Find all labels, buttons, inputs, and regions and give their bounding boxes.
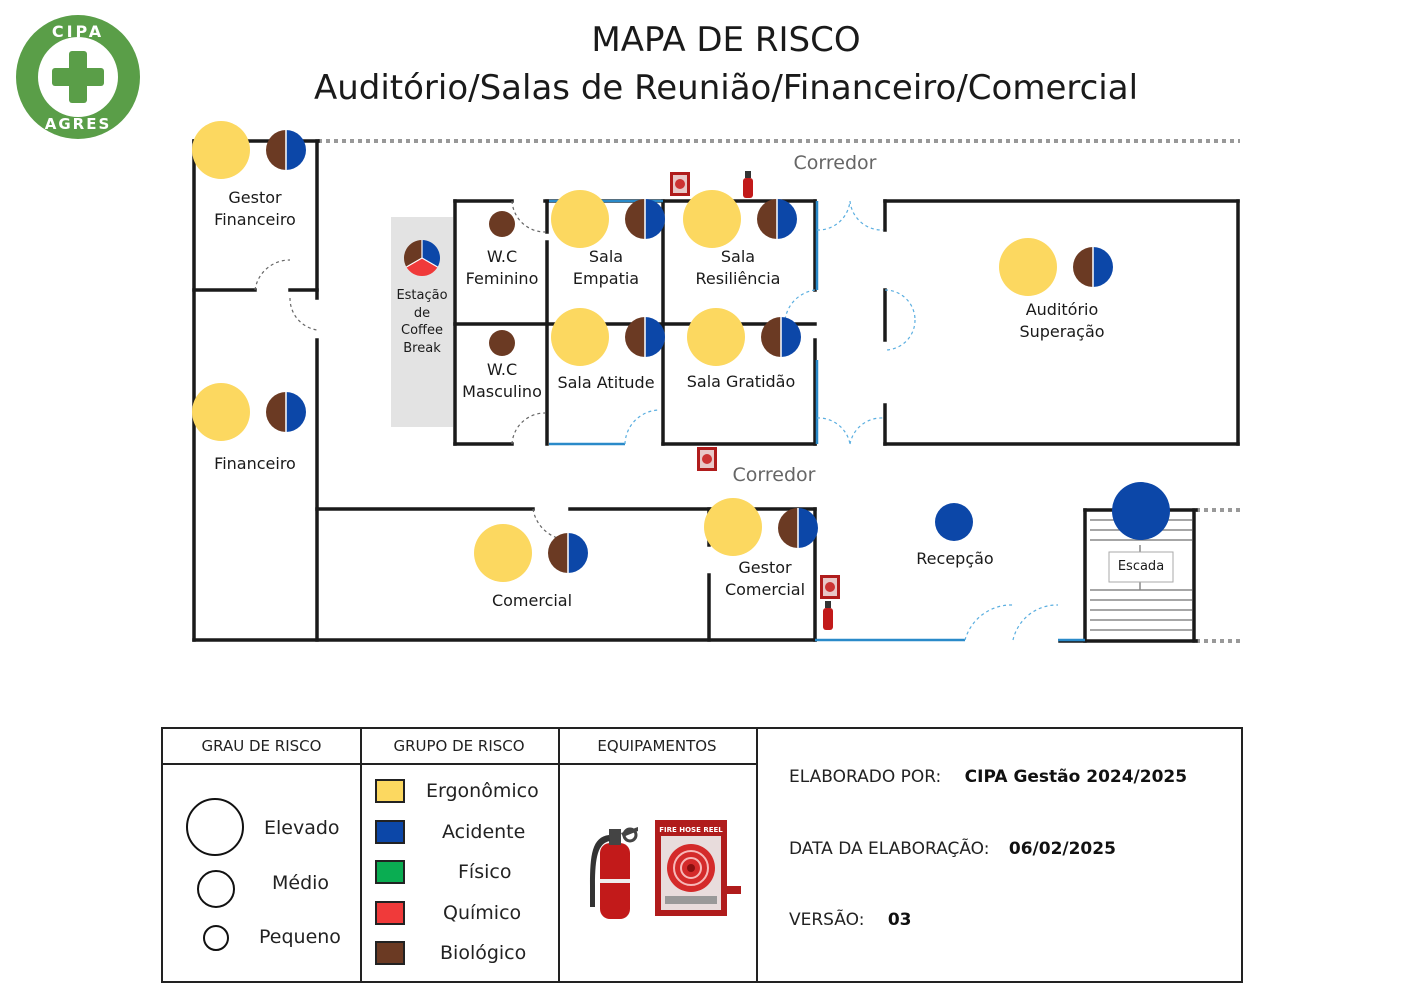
- hose-reel-icon: [697, 447, 717, 471]
- legend-equipamentos-header: EQUIPAMENTOS: [558, 729, 756, 765]
- label-recepcao: Recepção: [916, 549, 994, 568]
- label-wc-feminino: W.C Feminino: [465, 247, 539, 288]
- label-sala-empatia: Sala Empatia: [572, 247, 640, 288]
- hose-reel-icon: [820, 575, 840, 599]
- legend-grau: GRAU DE RISCO Elevado Médio Pequeno: [163, 729, 362, 981]
- legend-grau-header: GRAU DE RISCO: [163, 729, 360, 765]
- svg-text:AGRES: AGRES: [45, 115, 112, 133]
- label-wc-masculino: W.C Masculino: [462, 360, 542, 401]
- label-sala-resiliencia: Sala Resiliência: [695, 247, 781, 288]
- info-versao: VERSÃO: 03: [789, 910, 912, 930]
- label-medio: Médio: [272, 872, 330, 894]
- swatch-acidente: [375, 820, 405, 844]
- legend-grupo: GRUPO DE RISCO Ergonômico Acidente Físic…: [360, 729, 560, 981]
- elaborado-label: ELABORADO POR:: [789, 767, 942, 787]
- label-pequeno: Pequeno: [259, 926, 341, 948]
- label-sala-atitude: Sala Atitude: [557, 373, 655, 392]
- label-ergonomico: Ergonômico: [426, 780, 539, 802]
- versao-value: 03: [887, 910, 912, 930]
- circle-pequeno: [203, 925, 229, 951]
- coffee-risk-pie: [403, 240, 441, 277]
- label-coffee-break: Estação de Coffee Break: [396, 288, 448, 356]
- circle-medio: [197, 870, 235, 908]
- page-subtitle: Auditório/Salas de Reunião/Financeiro/Co…: [313, 68, 1139, 108]
- fire-extinguisher-icon: [743, 171, 753, 198]
- data-label: DATA DA ELABORAÇÃO:: [789, 839, 990, 859]
- hose-reel-icon: [670, 172, 690, 196]
- svg-text:CIPA: CIPA: [52, 22, 104, 41]
- fire-extinguisher-icon: [823, 601, 833, 630]
- fire-extinguisher-icon: [590, 827, 638, 919]
- label-escada: Escada: [1117, 559, 1165, 574]
- label-biologico: Biológico: [440, 942, 527, 964]
- label-quimico: Químico: [443, 902, 522, 924]
- label-sala-gratidao: Sala Gratidão: [686, 372, 796, 391]
- info-data: DATA DA ELABORAÇÃO: 06/02/2025: [789, 839, 1116, 859]
- swatch-quimico: [375, 901, 405, 925]
- cipa-logo: CIPA AGRES: [16, 15, 140, 139]
- label-fisico: Físico: [458, 861, 512, 883]
- label-comercial: Comercial: [491, 591, 573, 610]
- swatch-fisico: [375, 860, 405, 884]
- stair-label-box: [1108, 551, 1174, 583]
- hose-reel-text: FIRE HOSE REEL: [659, 826, 723, 834]
- legend-equipamentos: EQUIPAMENTOS FIRE HOSE REEL: [558, 729, 758, 981]
- swatch-biologico: [375, 941, 405, 965]
- label-auditorio: Auditório Superação: [1019, 300, 1105, 341]
- legend-grupo-header: GRUPO DE RISCO: [360, 729, 558, 765]
- label-gestor-comercial: Gestor Comercial: [724, 558, 806, 599]
- legend-info: ELABORADO POR: CIPA Gestão 2024/2025 DAT…: [758, 729, 1241, 981]
- circle-elevado: [186, 798, 244, 856]
- versao-label: VERSÃO:: [789, 910, 865, 930]
- page-title: MAPA DE RISCO: [591, 20, 861, 60]
- legend-table: GRAU DE RISCO Elevado Médio Pequeno GRUP…: [161, 727, 1243, 983]
- label-corredor-mid: Corredor: [732, 464, 816, 486]
- elaborado-value: CIPA Gestão 2024/2025: [964, 767, 1188, 787]
- fire-hose-reel-icon: FIRE HOSE REEL: [655, 820, 741, 916]
- data-value: 06/02/2025: [1008, 839, 1116, 859]
- swatch-ergonomico: [375, 779, 405, 803]
- floor-plan: [192, 121, 1240, 643]
- label-financeiro: Financeiro: [214, 454, 296, 473]
- label-acidente: Acidente: [442, 821, 526, 843]
- label-corredor-top: Corredor: [793, 152, 877, 174]
- label-elevado: Elevado: [264, 817, 340, 839]
- label-gestor-financeiro: Gestor Financeiro: [214, 188, 296, 229]
- info-elaborado: ELABORADO POR: CIPA Gestão 2024/2025: [789, 767, 1187, 787]
